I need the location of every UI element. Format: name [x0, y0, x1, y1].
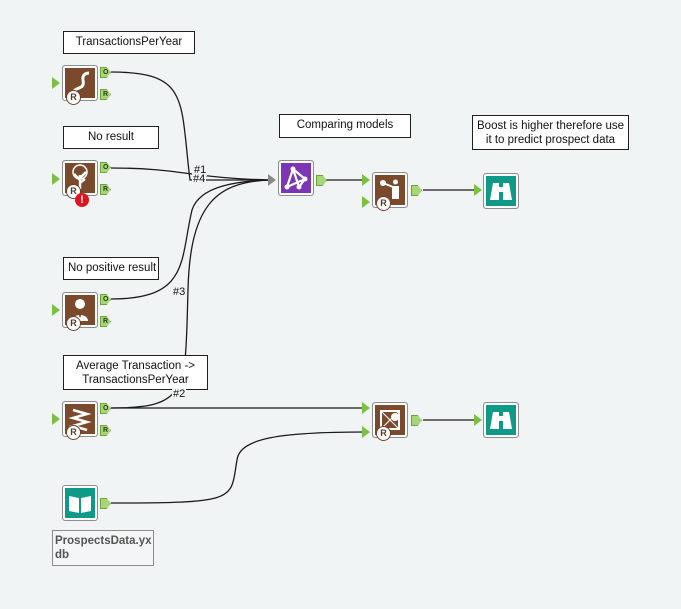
- output-anchor-o[interactable]: O: [100, 67, 111, 78]
- comment-text: No positive result: [68, 262, 157, 274]
- binoculars-icon: [490, 412, 512, 429]
- comment-no-positive-result[interactable]: No positive result: [63, 257, 159, 280]
- r-badge: R: [376, 196, 391, 211]
- comment-boost-higher[interactable]: Boost is higher therefore use it to pred…: [472, 115, 629, 150]
- wire-label-4: #4: [192, 173, 207, 185]
- input-anchor[interactable]: [362, 426, 370, 438]
- output-anchor[interactable]: [411, 185, 422, 196]
- info-pointer-icon: [380, 179, 399, 199]
- output-anchor[interactable]: [316, 175, 327, 186]
- input-anchor[interactable]: [474, 414, 482, 426]
- wire-label-3: #3: [172, 286, 187, 298]
- input-anchor[interactable]: [362, 402, 370, 414]
- network-icon: [284, 166, 308, 190]
- output-anchor-o[interactable]: O: [100, 294, 111, 305]
- output-anchor-r[interactable]: R: [100, 184, 111, 195]
- wire-tpy-to-compare[interactable]: [110, 71, 270, 181]
- output-anchor-o[interactable]: O: [100, 162, 111, 173]
- output-anchor[interactable]: [100, 498, 111, 509]
- output-anchor[interactable]: [411, 415, 422, 426]
- comment-no-result[interactable]: No result: [63, 126, 159, 149]
- comment-comparing-models[interactable]: Comparing models: [279, 114, 411, 138]
- input-anchor[interactable]: [362, 196, 370, 208]
- wire-noresult-to-compare[interactable]: [110, 167, 271, 181]
- input-anchor[interactable]: [474, 184, 482, 196]
- r-tool-score-bottom[interactable]: [372, 402, 408, 438]
- multi-input-anchor[interactable]: [268, 174, 276, 186]
- r-badge: R: [66, 90, 81, 105]
- open-book-icon: [69, 496, 91, 513]
- comment-average-transaction[interactable]: Average Transaction -> TransactionsPerYe…: [63, 355, 208, 390]
- r-script-icon: [71, 71, 90, 93]
- output-anchor-r[interactable]: R: [100, 316, 111, 327]
- file-name-line1: ProspectsData.yx: [55, 535, 152, 547]
- comment-text-line1: Average Transaction ->: [75, 360, 195, 372]
- browse-tool-bottom[interactable]: [483, 402, 519, 438]
- r-badge: R: [376, 426, 391, 441]
- file-name-label[interactable]: ProspectsData.yx db: [52, 530, 154, 566]
- input-anchor[interactable]: [362, 174, 370, 186]
- comment-text: TransactionsPerYear: [75, 36, 183, 48]
- error-icon: !: [75, 193, 89, 207]
- tree-icon: [72, 164, 88, 189]
- comment-text: No result: [87, 131, 135, 143]
- r-badge: R: [66, 425, 81, 440]
- output-anchor-o[interactable]: O: [100, 403, 111, 414]
- wire-prospects-to-score-bottom[interactable]: [110, 431, 367, 504]
- output-anchor-r[interactable]: R: [100, 425, 111, 436]
- comment-text-line2: TransactionsPerYear: [82, 374, 189, 386]
- input-data-tool-prospects[interactable]: [62, 485, 98, 521]
- browse-tool-top[interactable]: [483, 173, 519, 209]
- wire-avg-to-compare[interactable]: [110, 179, 271, 409]
- comment-text: Comparing models: [296, 119, 394, 131]
- file-name-line2: db: [55, 549, 70, 561]
- wire-nopositive-to-compare[interactable]: [110, 179, 271, 300]
- r-badge: R: [66, 316, 81, 331]
- input-anchor[interactable]: [52, 77, 60, 89]
- input-anchor[interactable]: [52, 413, 60, 425]
- output-anchor-r[interactable]: R: [100, 89, 111, 100]
- comment-text-line1: Boost is higher therefore use: [477, 120, 625, 132]
- comment-text-line2: it to predict prospect data: [485, 134, 616, 146]
- model-comparison-tool[interactable]: [278, 160, 314, 196]
- input-anchor[interactable]: [52, 173, 60, 185]
- input-anchor[interactable]: [52, 304, 60, 316]
- binoculars-icon: [490, 183, 512, 200]
- comment-transactions-per-year[interactable]: TransactionsPerYear: [63, 31, 195, 54]
- wire-label-2: #2: [172, 388, 187, 400]
